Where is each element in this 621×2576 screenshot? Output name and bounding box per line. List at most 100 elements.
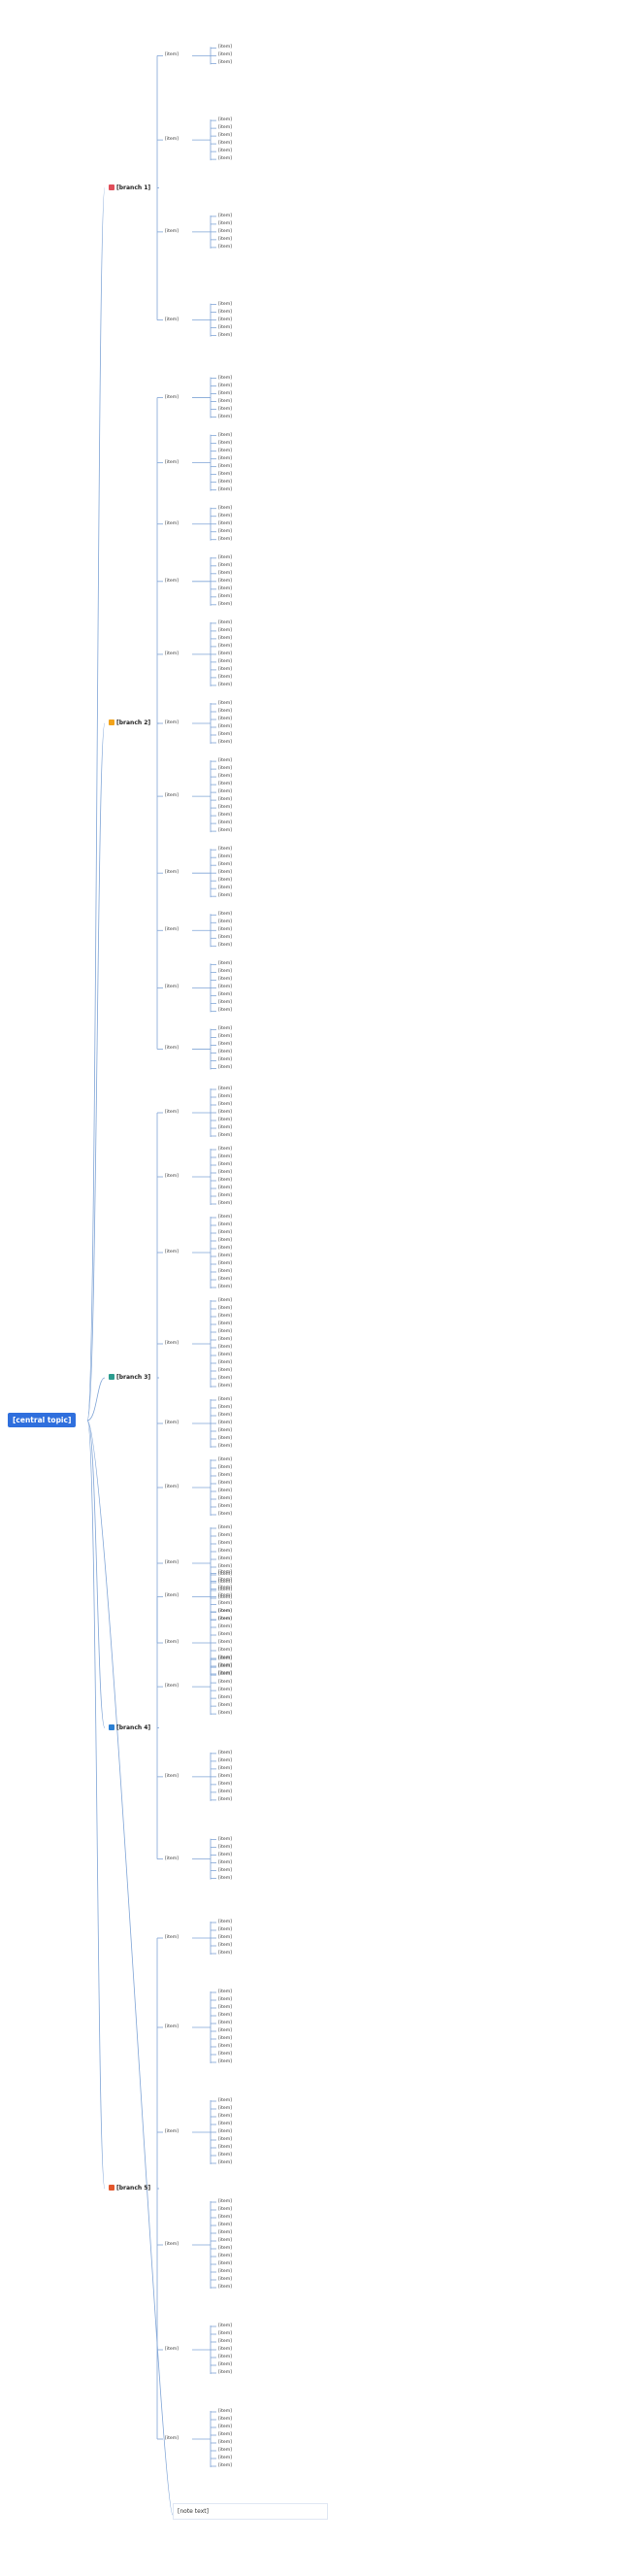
- group-label: [item]: [165, 1773, 179, 1779]
- branch-topic: [branch 3]: [109, 1374, 150, 1381]
- leaf-node: [item]: [218, 1588, 232, 1592]
- leaf-node: [item]: [218, 125, 232, 131]
- group-label: [item]: [165, 1640, 179, 1645]
- leaf-node: [item]: [218, 2021, 232, 2025]
- group-label: [item]: [165, 578, 179, 584]
- leaf-node: [item]: [218, 1481, 232, 1486]
- leaf-node: [item]: [218, 398, 232, 404]
- leaf-node: [item]: [218, 1578, 232, 1584]
- leaf-node: [item]: [218, 828, 232, 834]
- leaf-node: [item]: [218, 133, 232, 139]
- book-icon: [109, 1374, 114, 1380]
- leaf-node: [item]: [218, 1110, 232, 1115]
- leaf-node: [item]: [218, 414, 232, 419]
- leaf-node: [item]: [218, 2456, 232, 2460]
- leaf-node: [item]: [218, 1026, 232, 1032]
- leaf-node: [item]: [218, 390, 232, 396]
- leaf-node: [item]: [218, 236, 232, 242]
- leaf-node: [item]: [218, 1789, 232, 1794]
- leaf-node: [item]: [218, 1640, 232, 1645]
- leaf-node: [item]: [218, 1360, 232, 1365]
- star-icon: [109, 719, 114, 725]
- leaf-node: [item]: [218, 1656, 232, 1660]
- leaf-node: [item]: [218, 1193, 232, 1198]
- group-label: [item]: [165, 52, 179, 58]
- leaf-node: [item]: [218, 886, 232, 891]
- leaf-node: [item]: [218, 1118, 232, 1122]
- leaf-node: [item]: [218, 309, 232, 315]
- leaf-node: [item]: [218, 479, 232, 485]
- leaf-node: [item]: [218, 797, 232, 803]
- flag-icon: [109, 2185, 114, 2191]
- leaf-node: [item]: [218, 1624, 232, 1629]
- leaf-node: [item]: [218, 1050, 232, 1055]
- leaf-node: [item]: [218, 1875, 232, 1881]
- leaf-node: [item]: [218, 1397, 232, 1402]
- leaf-node: [item]: [218, 1943, 232, 1948]
- leaf-node: [item]: [218, 1570, 232, 1576]
- leaf-node: [item]: [218, 2347, 232, 2352]
- leaf-node: [item]: [218, 1556, 232, 1561]
- leaf-node: [item]: [218, 1867, 232, 1873]
- leaf-node: [item]: [218, 643, 232, 649]
- leaf-node: [item]: [218, 1617, 232, 1622]
- group-label: [item]: [165, 1485, 179, 1489]
- leaf-node: [item]: [218, 463, 232, 469]
- leaf-node: [item]: [218, 619, 232, 625]
- leaf-node: [item]: [218, 2114, 232, 2119]
- leaf-node: [item]: [218, 2277, 232, 2282]
- leaf-node: [item]: [218, 2370, 232, 2375]
- leaf-node: [item]: [218, 782, 232, 787]
- leaf-node: [item]: [218, 578, 232, 584]
- leaf-node: [item]: [218, 1586, 232, 1591]
- group-label: [item]: [165, 1110, 179, 1115]
- leaf-node: [item]: [218, 635, 232, 641]
- group-label: [item]: [165, 2436, 179, 2441]
- group-label: [item]: [165, 927, 179, 933]
- leaf-node: [item]: [218, 2463, 232, 2468]
- leaf-node: [item]: [218, 1541, 232, 1546]
- leaf-node: [item]: [218, 627, 232, 633]
- leaf-node: [item]: [218, 1201, 232, 1206]
- group-label: [item]: [165, 870, 179, 876]
- leaf-node: [item]: [218, 717, 232, 721]
- leaf-node: [item]: [218, 992, 232, 998]
- root-topic: [central topic]: [8, 1413, 77, 1427]
- footer-note: [note text]: [173, 2503, 328, 2520]
- branch-label: [branch 4]: [116, 1723, 151, 1731]
- leaf-node: [item]: [218, 1154, 232, 1159]
- leaf-node: [item]: [218, 1353, 232, 1357]
- leaf-node: [item]: [218, 1703, 232, 1709]
- leaf-node: [item]: [218, 758, 232, 764]
- leaf-node: [item]: [218, 1337, 232, 1342]
- leaf-node: [item]: [218, 912, 232, 918]
- leaf-node: [item]: [218, 1927, 232, 1932]
- group-label: [item]: [165, 1046, 179, 1052]
- leaf-node: [item]: [218, 1215, 232, 1220]
- leaf-node: [item]: [218, 1496, 232, 1501]
- leaf-node: [item]: [218, 893, 232, 899]
- leaf-node: [item]: [218, 709, 232, 714]
- leaf-node: [item]: [218, 1757, 232, 1763]
- leaf-node: [item]: [218, 1428, 232, 1433]
- leaf-node: [item]: [218, 1246, 232, 1251]
- leaf-node: [item]: [218, 1836, 232, 1842]
- leaf-node: [item]: [218, 969, 232, 975]
- leaf-node: [item]: [218, 701, 232, 706]
- leaf-node: [item]: [218, 1711, 232, 1717]
- leaf-node: [item]: [218, 1852, 232, 1857]
- leaf-node: [item]: [218, 585, 232, 591]
- leaf-node: [item]: [218, 1844, 232, 1850]
- leaf-node: [item]: [218, 1008, 232, 1014]
- leaf-node: [item]: [218, 820, 232, 826]
- leaf-node: [item]: [218, 317, 232, 322]
- leaf-node: [item]: [218, 2417, 232, 2422]
- leaf-node: [item]: [218, 228, 232, 234]
- leaf-node: [item]: [218, 1648, 232, 1653]
- group-label: [item]: [165, 394, 179, 400]
- leaf-node: [item]: [218, 1376, 232, 1381]
- leaf-node: [item]: [218, 432, 232, 438]
- leaf-node: [item]: [218, 117, 232, 123]
- branch-topic: [branch 4]: [109, 1723, 151, 1731]
- leaf-node: [item]: [218, 1345, 232, 1350]
